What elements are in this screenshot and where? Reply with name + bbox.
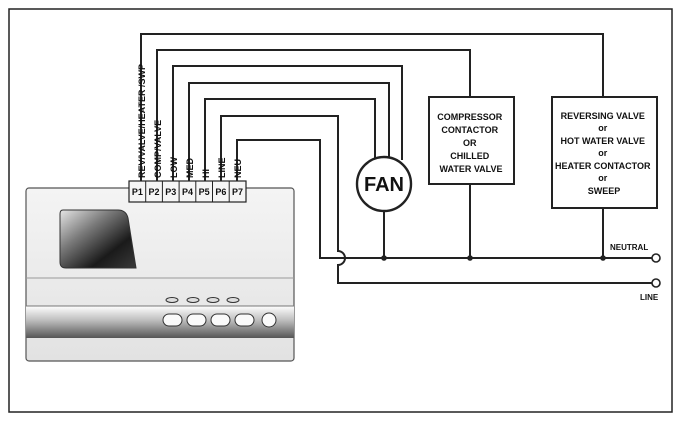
neutral-terminal bbox=[651, 253, 661, 263]
neutral-label: NEUTRAL bbox=[610, 243, 648, 252]
thermostat-button[interactable] bbox=[186, 313, 207, 327]
junction-dot bbox=[381, 255, 387, 261]
fan-symbol: FAN bbox=[355, 155, 413, 213]
wire-comp-valve bbox=[156, 49, 471, 181]
reversing-box-text: REVERSING VALVE or HOT WATER VALVE or HE… bbox=[555, 111, 653, 196]
indicator-led bbox=[165, 297, 179, 303]
wires bbox=[140, 33, 661, 288]
wire-labels: REV/VALVE/HEATER /SWP COMP/VALVE LOW MED HI L… bbox=[137, 64, 243, 178]
wire-label: COMP/VALVE bbox=[153, 120, 163, 178]
wire-low bbox=[172, 65, 403, 181]
terminal-p6: P6 bbox=[215, 187, 226, 197]
indicator-led bbox=[186, 297, 200, 303]
terminal-p2: P2 bbox=[149, 187, 160, 197]
line-label: LINE bbox=[640, 293, 659, 302]
wire-hi bbox=[204, 98, 376, 181]
wire-neu bbox=[236, 139, 652, 259]
fan-label: FAN bbox=[364, 174, 404, 196]
wire-label: NEU bbox=[233, 159, 243, 178]
terminal-strip: P1 P2 P3 P4 P5 P6 P7 bbox=[128, 180, 247, 203]
wire-label: LOW bbox=[169, 157, 179, 178]
thermostat-button[interactable] bbox=[162, 313, 183, 327]
wire-rev-valve bbox=[140, 33, 604, 181]
junction-dot bbox=[467, 255, 473, 261]
terminal-p3: P3 bbox=[165, 187, 176, 197]
compressor-box-text: COMPRESSOR CONTACTOR OR CHILLED WATER VA… bbox=[437, 112, 505, 174]
junction-dot bbox=[600, 255, 606, 261]
line-terminal bbox=[651, 278, 661, 288]
wire-label: MED bbox=[185, 158, 195, 179]
wire-label: HI bbox=[201, 169, 211, 178]
terminal-p7: P7 bbox=[232, 187, 243, 197]
wire-med bbox=[188, 82, 390, 181]
thermostat-screen bbox=[59, 209, 137, 269]
thermostat-button[interactable] bbox=[234, 313, 255, 327]
terminal-p4: P4 bbox=[182, 187, 193, 197]
wire-line bbox=[220, 115, 652, 284]
wire-label: LINE bbox=[217, 157, 227, 178]
compressor-contactor-box: COMPRESSOR CONTACTOR OR CHILLED WATER VA… bbox=[428, 96, 515, 185]
terminal-p1: P1 bbox=[132, 187, 143, 197]
terminal-p5: P5 bbox=[199, 187, 210, 197]
indicator-led bbox=[226, 297, 240, 303]
indicator-led bbox=[206, 297, 220, 303]
wire-label: REV/VALVE/HEATER /SWP bbox=[137, 64, 147, 178]
thermostat-unit bbox=[25, 187, 295, 362]
thermostat-round-button[interactable] bbox=[261, 312, 277, 328]
thermostat-button[interactable] bbox=[210, 313, 231, 327]
reversing-valve-box: REVERSING VALVE or HOT WATER VALVE or HE… bbox=[551, 96, 658, 209]
